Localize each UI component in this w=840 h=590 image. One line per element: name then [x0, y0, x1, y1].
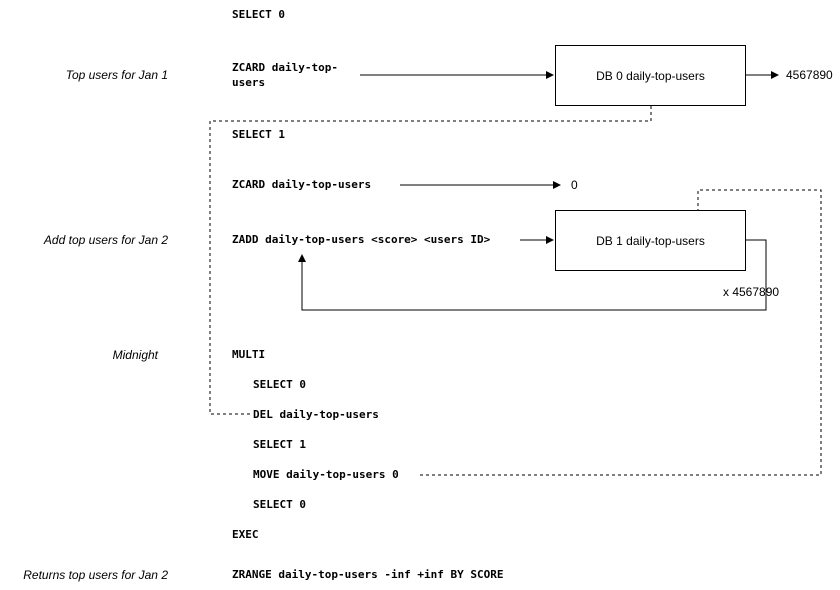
cmd-multi-select1: SELECT 1 [253, 438, 306, 451]
cmd-exec: EXEC [232, 528, 259, 541]
db0-box: DB 0 daily-top-users [555, 45, 746, 106]
db0-count: 4567890 [786, 68, 833, 82]
cmd-zadd: ZADD daily-top-users <score> <users ID> [232, 233, 491, 246]
db1-count: 0 [571, 178, 578, 192]
cmd-multi: MULTI [232, 348, 266, 361]
cmd-zcard-db0-line1: ZCARD daily-top- [232, 61, 338, 74]
dashed-move-to-db1 [420, 189, 822, 476]
cmd-zcard-db0-line2: users [232, 76, 266, 89]
cmd-multi-select0: SELECT 0 [253, 378, 306, 391]
zadd-loop-count: x 4567890 [723, 285, 780, 299]
cmd-del: DEL daily-top-users [253, 408, 379, 422]
dashed-db0-to-del [209, 106, 652, 415]
cmd-multi-select0-b: SELECT 0 [253, 498, 306, 511]
cmd-select0-top: SELECT 0 [232, 8, 285, 21]
note-midnight: Midnight [112, 348, 158, 362]
note-jan1: Top users for Jan 1 [65, 68, 168, 82]
cmd-move: MOVE daily-top-users 0 [253, 468, 399, 481]
note-returns: Returns top users for Jan 2 [23, 568, 168, 582]
cmd-zcard-db1: ZCARD daily-top-users [232, 178, 372, 191]
db1-box: DB 1 daily-top-users [555, 210, 746, 271]
cmd-select1: SELECT 1 [232, 128, 285, 141]
arrow-zadd-loop [298, 239, 767, 311]
note-jan2: Add top users for Jan 2 [43, 233, 168, 247]
cmd-zrange: ZRANGE daily-top-users -inf +inf BY SCOR… [232, 568, 504, 581]
